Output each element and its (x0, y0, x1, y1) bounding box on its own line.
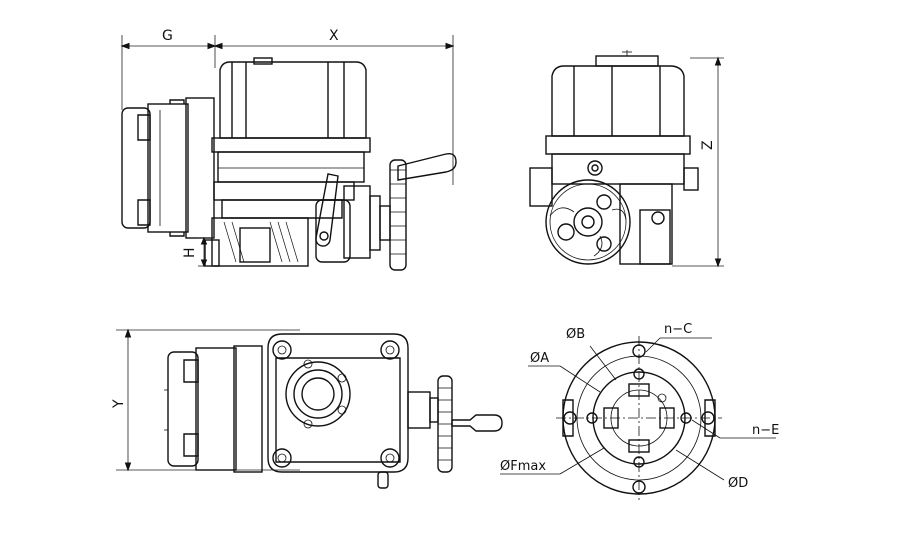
side-view: Z (529, 50, 724, 268)
flange-phi-Fmax-label: ØFmax (500, 459, 546, 474)
flange-n-C-label: n−C (664, 322, 692, 337)
dim-G-label: G (162, 28, 173, 44)
flange-phi-D-label: ØD (728, 476, 748, 491)
dim-H-label: H (182, 247, 198, 258)
top-view: Y (111, 328, 503, 489)
dim-Y-label: Y (111, 399, 127, 409)
flange-phi-A-label: ØA (530, 351, 549, 366)
flange-n-E-label: n−E (752, 423, 779, 438)
flange-phi-B-label: ØB (566, 327, 585, 342)
dim-X-label: X (329, 28, 339, 44)
flange-view: ØA ØB n−C n−E ØD ØFmax (500, 322, 779, 500)
dim-Z-label: Z (700, 140, 716, 150)
front-view: G X (120, 28, 457, 271)
